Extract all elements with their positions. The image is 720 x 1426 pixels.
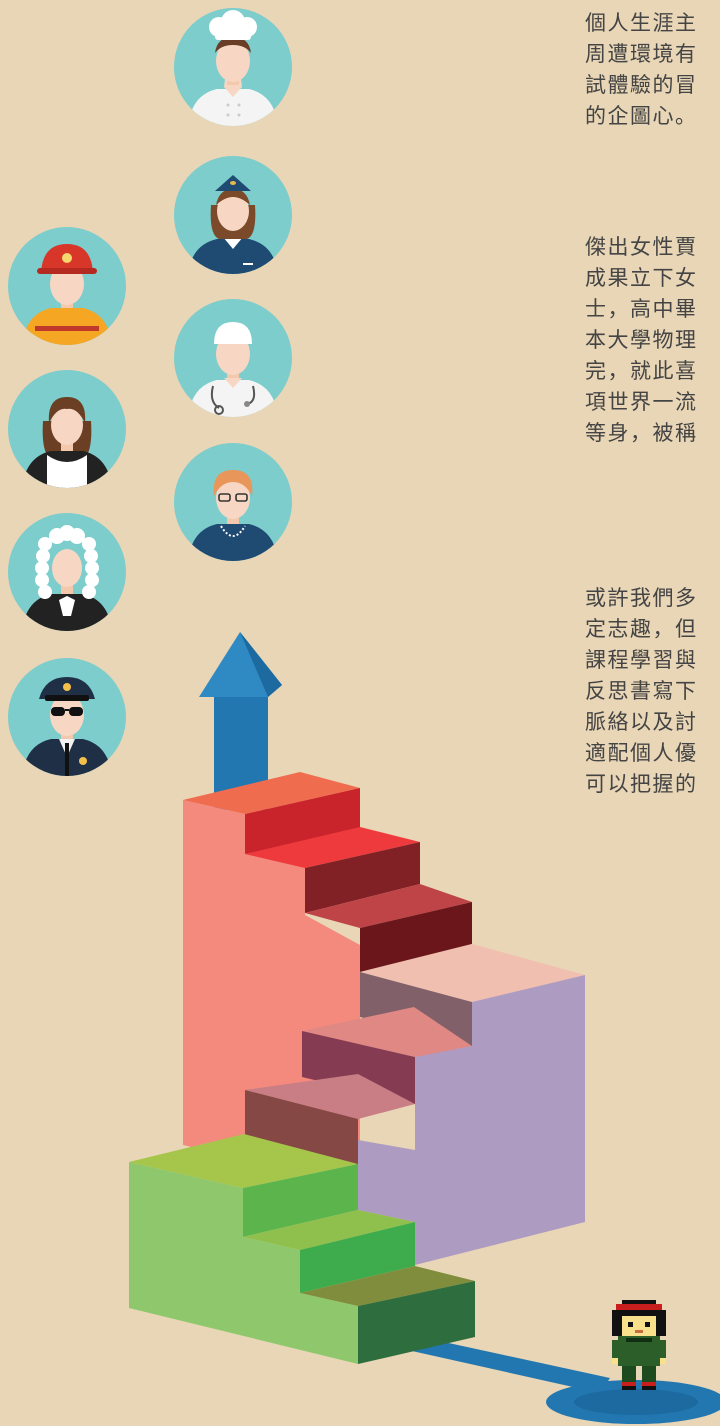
doctor-avatar-icon (174, 299, 292, 417)
flight-attendant-avatar-icon (174, 156, 292, 274)
up-arrow (199, 632, 282, 810)
police-officer-avatar-icon (8, 658, 126, 776)
reflection-paragraph: 或許我們多 定志趣，但 課程學習與 反思書寫下 脈絡以及討 適配個人優 可以把握… (585, 586, 698, 796)
intro-paragraph: 個人生涯主 周遭環境有 試體驗的冒 的企圖心。 (585, 11, 698, 128)
judge-avatar-icon (8, 513, 126, 631)
maid-avatar-icon (8, 370, 126, 488)
businesswoman-avatar-icon (174, 443, 292, 561)
purple-staircase (245, 944, 585, 1265)
pixel-character-icon (612, 1300, 666, 1390)
firefighter-avatar-icon (8, 227, 126, 345)
green-staircase (129, 1134, 475, 1364)
chef-avatar-icon (174, 8, 292, 126)
female-role-model-paragraph: 傑出女性賈 成果立下女 士，高中畢 本大學物理 完，就此喜 項世界一流 等身，被… (585, 235, 698, 445)
